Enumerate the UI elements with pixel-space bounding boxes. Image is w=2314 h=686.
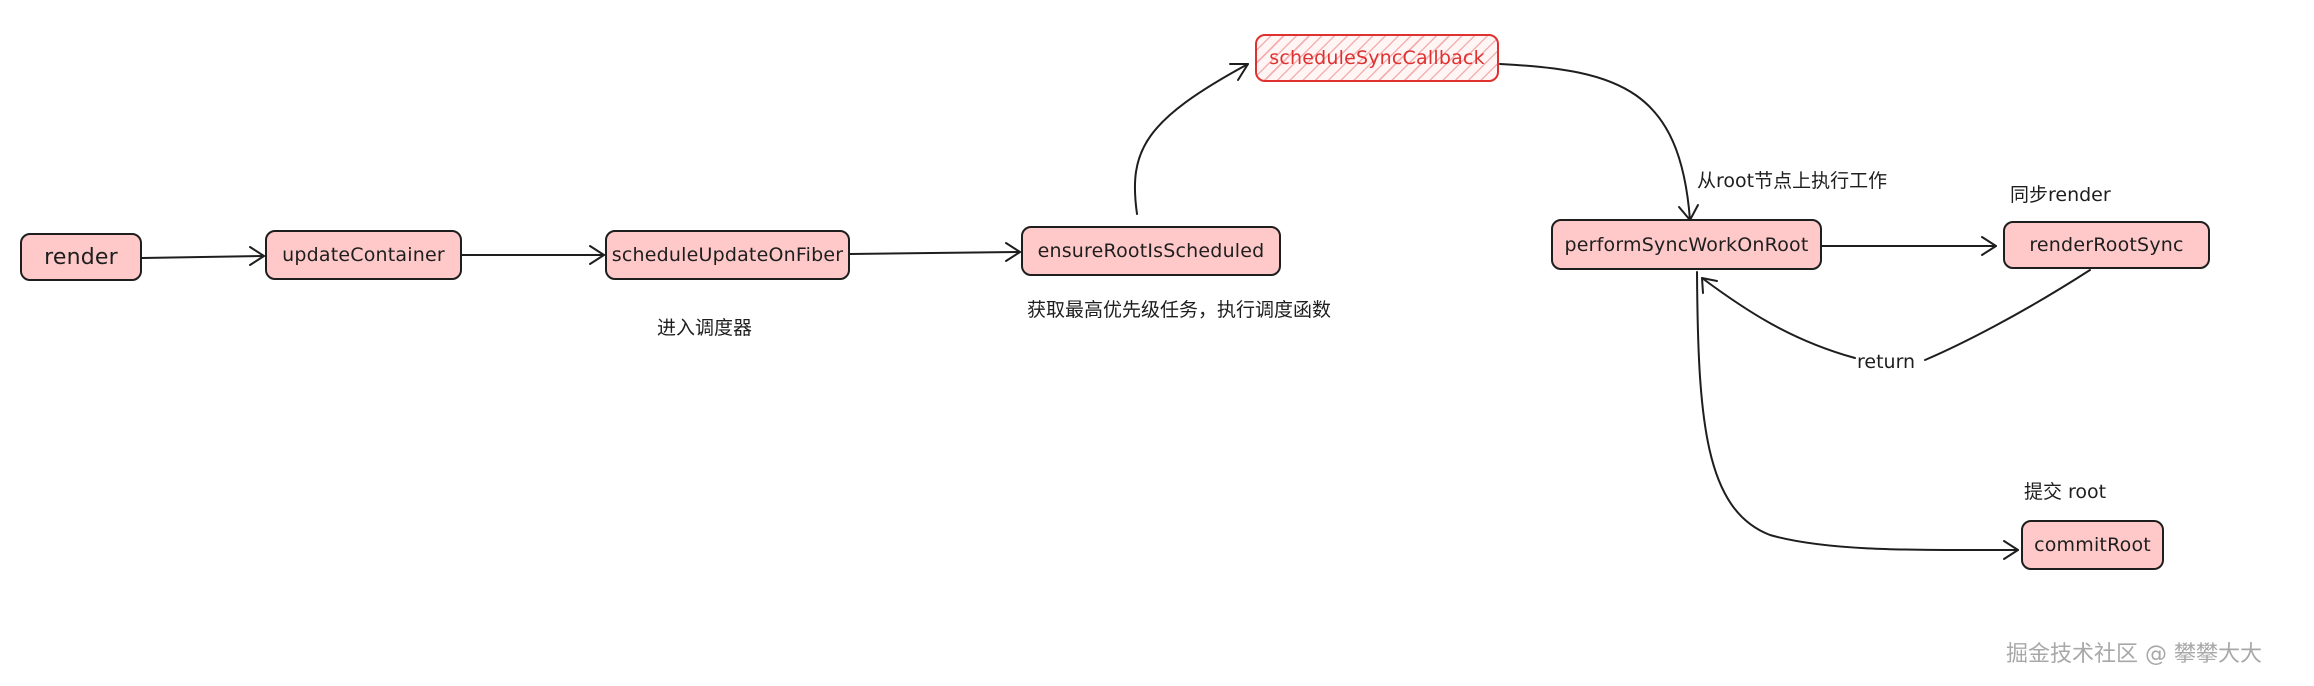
label-get-priority: 获取最高优先级任务，执行调度函数: [1027, 299, 1332, 321]
arrowhead-updatecontainer: [249, 246, 265, 266]
arrowhead-commitroot: [2003, 540, 2019, 560]
label-sync-render: 同步render: [2010, 184, 2111, 206]
node-ensurerootisscheduled: ensureRootIsScheduled: [1021, 226, 1281, 276]
watermark: 掘金技术社区 @ 攀攀大大: [2006, 642, 2262, 667]
label-from-root: 从root节点上执行工作: [1697, 170, 1888, 192]
node-performsyncworkonroot: performSyncWorkOnRoot: [1551, 219, 1822, 270]
node-schedulesynccallback-label: scheduleSyncCallback: [1269, 47, 1485, 69]
label-commit-root: 提交 root: [2024, 481, 2107, 503]
label-return: return: [1857, 351, 1916, 373]
node-commitroot: commitRoot: [2021, 520, 2164, 570]
node-scheduleupdateonfiber: scheduleUpdateOnFiber: [605, 230, 850, 280]
arrowhead-scheduleupdateonfiber: [589, 245, 605, 265]
arrow-ensurerootisscheduled-to-schedulesynccallback: [1133, 63, 1249, 215]
node-schedulesynccallback: scheduleSyncCallback: [1255, 34, 1499, 82]
node-performsyncworkonroot-label: performSyncWorkOnRoot: [1564, 233, 1809, 256]
arrow-performsyncworkonroot-to-commitroot: [1696, 271, 2019, 552]
arrowhead-ensurerootisscheduled: [1005, 242, 1021, 262]
arrowhead-schedulesynccallback: [1229, 63, 1249, 81]
node-renderrootsync-label: renderRootSync: [2029, 234, 2184, 256]
node-ensurerootisscheduled-label: ensureRootIsScheduled: [1037, 240, 1265, 262]
node-updatecontainer: updateContainer: [265, 230, 462, 280]
arrow-schedulesynccallback-to-performsyncworkonroot: [1499, 63, 1691, 221]
node-commitroot-label: commitRoot: [2034, 534, 2151, 556]
node-updatecontainer-label: updateContainer: [282, 244, 445, 266]
node-scheduleupdateonfiber-label: scheduleUpdateOnFiber: [611, 244, 844, 266]
node-render-label: render: [44, 244, 118, 270]
node-renderrootsync: renderRootSync: [2003, 221, 2210, 269]
arrow-render-to-updatecontainer: [141, 255, 265, 259]
node-render: render: [20, 233, 142, 281]
label-enter-scheduler: 进入调度器: [657, 317, 753, 339]
arrow-scheduleupdateonfiber-to-ensurerootisscheduled: [849, 251, 1021, 255]
arrow-renderrootsync-return-to-performsyncworkonroot: [1701, 269, 2091, 361]
arrowhead-return-performsyncworkonroot: [1701, 277, 1718, 294]
arrowhead-renderrootsync: [1981, 236, 1997, 256]
